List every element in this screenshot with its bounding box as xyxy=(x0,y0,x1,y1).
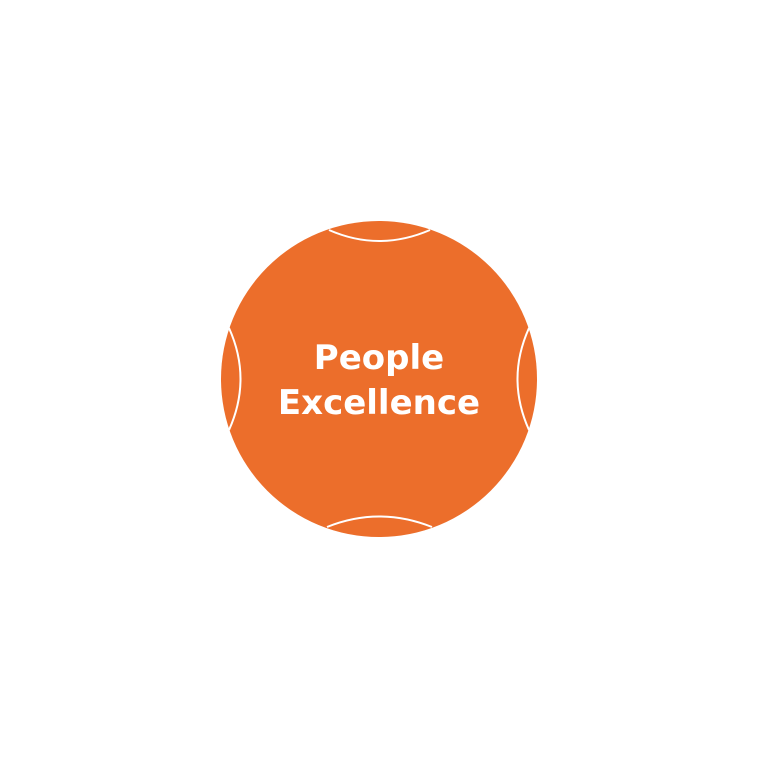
label-line-2: Excellence xyxy=(277,383,481,423)
orange-circle xyxy=(221,221,537,537)
left-arc xyxy=(228,327,242,431)
top-arc xyxy=(328,229,431,242)
right-arc xyxy=(516,327,530,431)
label-line-1: People xyxy=(313,338,445,378)
bottom-arc xyxy=(326,515,433,528)
